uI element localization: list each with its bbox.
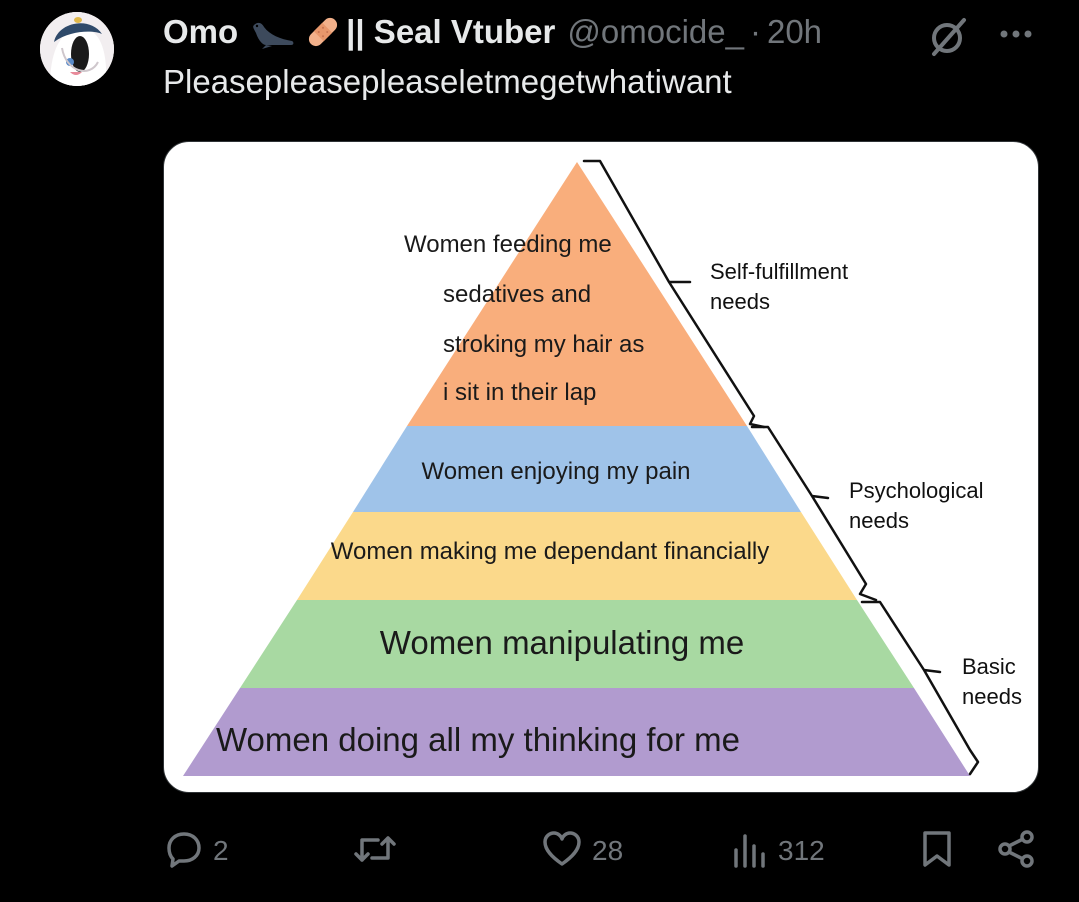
like-button[interactable]: 28: [542, 826, 623, 876]
retweet-button[interactable]: [352, 826, 408, 876]
separator-dot: ·: [749, 13, 761, 50]
author-handle[interactable]: @omocide_: [567, 13, 744, 50]
pyramid-layer-second: [353, 426, 801, 512]
top-level-line-4: i sit in their lap: [443, 379, 596, 406]
tweet-header: Omo || Seal Vtuber @omocide_ · 20h: [163, 10, 822, 54]
top-level-line-3: stroking my hair as: [443, 331, 644, 358]
views-icon: [732, 830, 768, 873]
basic-label-1: Basic: [962, 654, 1016, 679]
bracket-self-fulfillment: [582, 159, 766, 429]
bottom-level-text: Women doing all my thinking for me: [216, 721, 740, 758]
tweet-text: Pleasepleasepleaseletmegetwhatiwant: [163, 63, 732, 100]
views-button[interactable]: 312: [732, 826, 825, 876]
basic-label-2: needs: [962, 684, 1022, 709]
reply-button[interactable]: 2: [165, 826, 229, 876]
like-icon: [542, 830, 582, 873]
grok-icon[interactable]: [928, 16, 970, 63]
avatar-image: [40, 12, 114, 86]
bracket-psychological: [750, 425, 878, 602]
seal-emoji-icon: [252, 15, 296, 49]
top-level-line-1: Women feeding me: [404, 231, 612, 258]
fourth-level-text: Women manipulating me: [380, 624, 744, 661]
reply-icon: [165, 830, 203, 873]
reply-count: 2: [213, 835, 229, 866]
self-fulfillment-label-2: needs: [710, 289, 770, 314]
retweet-icon: [352, 830, 398, 873]
top-level-line-2: sedatives and: [443, 281, 591, 308]
like-count: 28: [592, 835, 624, 866]
tweet-media[interactable]: Women feeding me sedatives and stroking …: [163, 141, 1039, 793]
bandage-emoji-icon: [304, 13, 342, 51]
more-icon[interactable]: [998, 27, 1034, 45]
bookmark-button[interactable]: [920, 826, 954, 876]
author-name[interactable]: Omo: [163, 13, 239, 50]
share-icon: [996, 829, 1036, 874]
self-fulfillment-label-1: Self-fulfillment: [710, 259, 848, 284]
author-suffix[interactable]: || Seal Vtuber: [346, 13, 556, 50]
bookmark-icon: [920, 829, 954, 874]
psychological-label-2: needs: [849, 508, 909, 533]
pyramid-layer-fourth: [240, 600, 914, 688]
tweet-time[interactable]: 20h: [766, 13, 823, 50]
bracket-basic: [860, 600, 980, 776]
tweet-action-bar: 2 28 312: [0, 826, 1079, 876]
psychological-label-1: Psychological: [849, 478, 984, 503]
avatar[interactable]: [40, 12, 114, 86]
pyramid-layer-third: [297, 512, 857, 600]
views-count: 312: [778, 835, 825, 866]
pyramid-meme: Women feeding me sedatives and stroking …: [183, 159, 1022, 776]
share-button[interactable]: [996, 826, 1036, 876]
second-level-text: Women enjoying my pain: [421, 458, 690, 485]
third-level-text: Women making me dependant financially: [331, 538, 769, 565]
pyramid-layer-top: [407, 162, 747, 426]
pyramid-layer-bottom: [183, 688, 970, 776]
